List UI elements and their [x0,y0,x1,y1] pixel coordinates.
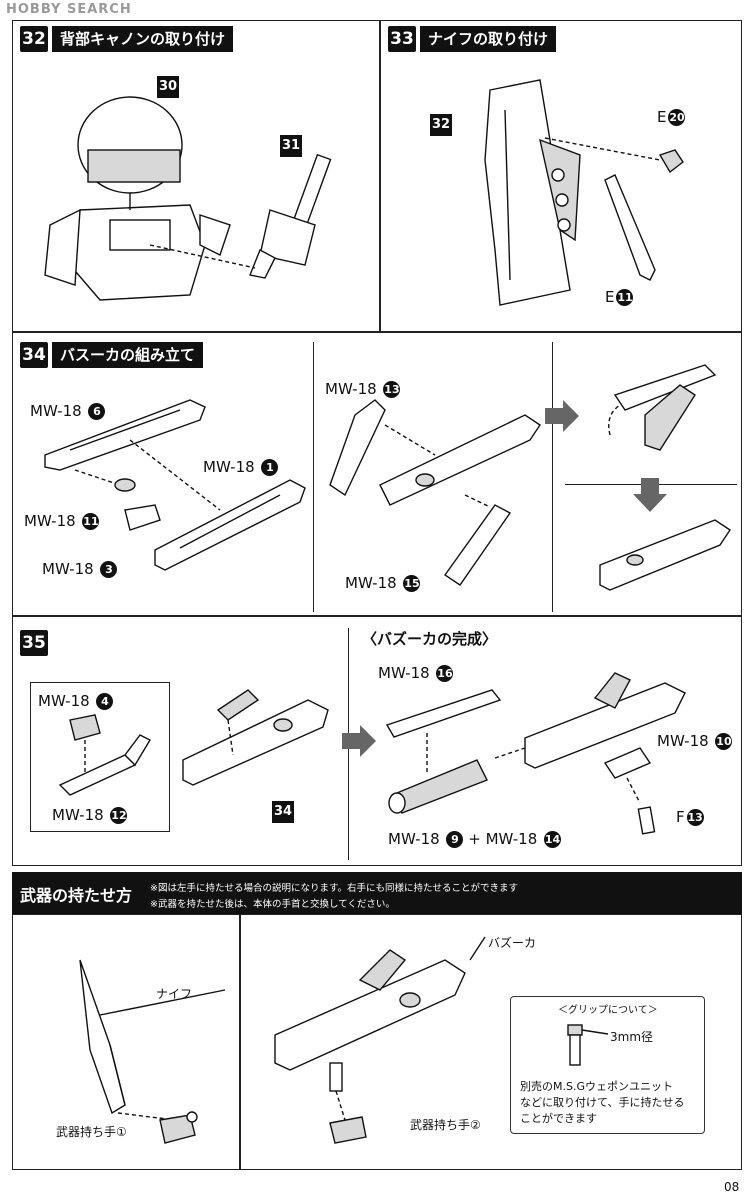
knife-label: ナイフ [156,987,193,1001]
step32-number: 32 [20,26,48,52]
step35-subtitle: 〈バズーカの完成〉 [362,630,498,648]
hand2-label: 武器持ち手② [410,1118,481,1132]
step34-divider-2 [552,342,553,612]
bazooka-folded-illustration [599,519,731,591]
part-32-label: 32 [430,114,452,136]
step35-panel [12,616,742,866]
grip-text-line-3: ことができます [520,1112,597,1125]
step34-number: 34 [20,342,48,368]
holding-note-1: ※図は左手に持たせる場合の説明になります。右手にも同様に持たせることができます [150,883,519,894]
step34-ref-mw18-6: MW-18 6 [30,402,106,420]
bazooka-frame-a-illustration [44,399,206,486]
step35-ref-mw18-4: MW-18 4 [38,692,114,710]
ref-label: MW-18 [203,458,255,476]
assembly-arrow-right [545,400,579,432]
holding-note-2: ※武器を持たせた後は、本体の手首と交換してください。 [150,899,395,910]
ref-label: MW-18 [52,806,104,824]
step35-combo-ref: MW-18 9 + MW-18 14 [388,830,562,848]
bazooka-label: バズーカ [488,936,537,950]
grip-info-title: ＜グリップについて＞ [558,1005,658,1016]
knife-illustration [544,137,684,281]
back-cannon-illustration [149,153,332,279]
ref-label: MW-18 [24,512,76,530]
bazooka-body-step35-illustration [182,689,329,786]
barrel-parts-illustration [385,689,502,814]
part-34-label: 34 [272,801,294,823]
step34-ref-mw18-3: MW-18 3 [42,560,118,578]
combo-label-a: MW-18 [388,830,440,848]
combo-num-a: 9 [446,831,464,848]
step33-title: ナイフの取り付け [420,26,557,52]
step33-number: 33 [388,26,416,52]
holding-title-bar [12,872,742,914]
ref-label: E [605,288,615,306]
page-number: 08 [724,1180,740,1194]
grip-text-line-1: 別売のM.S.Gウェポンユニット [520,1080,673,1093]
ref-num: 10 [715,733,733,750]
step34-title: バスーカの組み立て [52,342,204,368]
holding-title: 武器の持たせ方 [20,886,133,905]
step35-ref-mw18-12: MW-18 12 [52,806,128,824]
ref-num: 20 [668,109,686,126]
ref-label: MW-18 [38,692,90,710]
assembly-arrow-down [633,478,667,512]
ref-label: F [676,808,685,826]
bazooka-assembly-middle-illustration [329,399,541,586]
ref-num: 16 [436,665,454,682]
grip-parts-illustration [58,714,151,796]
bazooka-fold-illustration [608,364,717,451]
ref-label: MW-18 [657,732,709,750]
step34-ref-mw18-11: MW-18 11 [24,512,100,530]
ref-num: 1 [261,459,279,476]
grip-size-label: 3mm径 [610,1030,654,1044]
part-31-label: 31 [280,135,302,157]
combo-label-b: MW-18 [485,830,538,848]
combo-num-b: 14 [544,831,562,848]
bazooka-complete-illustration [494,672,686,835]
ref-num: 6 [88,403,106,420]
step34-divider-1 [313,342,314,612]
grip-text-line-2: などに取り付けて、手に持たせる [520,1096,685,1109]
ref-num: 4 [96,693,114,710]
grip-info-box [510,996,705,1134]
bazooka-hold-illustration [274,936,486,1144]
step35-number: 35 [20,630,48,656]
step35-ref-mw18-16: MW-18 16 [378,664,454,682]
holding-knife-panel [12,914,240,1170]
step32-title: 背部キャノンの取り付け [52,26,234,52]
ref-num: 15 [403,575,421,592]
ref-label: E [657,108,667,126]
ref-num: 13 [686,809,704,826]
hand1-label: 武器持ち手① [56,1125,127,1139]
assembly-arrow-step35 [342,725,376,757]
leg-armor-illustration [484,79,581,306]
ref-num: 3 [100,561,118,578]
ref-num: 13 [383,381,401,398]
combo-plus: + [468,830,481,848]
ref-label: MW-18 [345,574,397,592]
ref-label: MW-18 [30,402,82,420]
step34-ref-mw18-15: MW-18 15 [345,574,421,592]
ref-label: MW-18 [378,664,430,682]
ref-num: 11 [82,513,100,530]
part-30-label: 30 [157,76,179,98]
step35-ref-mw18-10: MW-18 10 [657,732,733,750]
ref-num: 11 [616,289,634,306]
step35-subpart-box [30,682,170,832]
robot-head-illustration [44,96,231,301]
ref-num: 12 [110,807,128,824]
grip-peg-illustration [567,1024,609,1066]
step34-ref-mw18-1: MW-18 1 [203,458,279,476]
watermark: HOBBY SEARCH [6,2,132,17]
small-parts-illustration [114,478,161,531]
knife-hold-illustration [79,959,226,1144]
step34-ref-mw18-13: MW-18 13 [325,380,401,398]
ref-label: MW-18 [325,380,377,398]
ref-label: MW-18 [42,560,94,578]
bazooka-frame-b-illustration [129,439,306,571]
